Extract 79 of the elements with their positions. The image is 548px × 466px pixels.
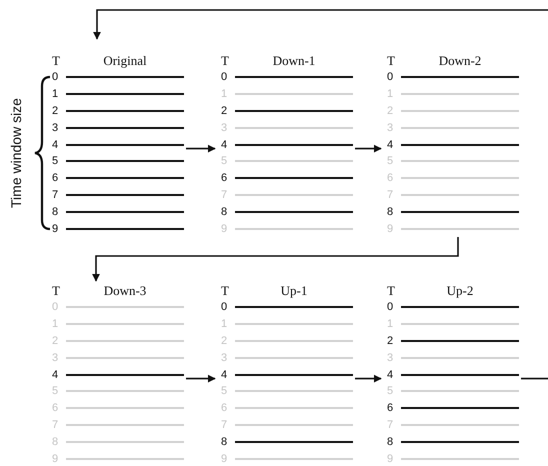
time-index: 4 — [221, 368, 228, 381]
arrow — [355, 374, 382, 383]
axis-label: Time window size — [8, 97, 24, 210]
column-header: T — [221, 283, 230, 299]
column-header: T — [221, 53, 230, 69]
time-index: 2 — [52, 334, 60, 347]
panel-title: Down-1 — [272, 53, 316, 69]
time-index: 3 — [52, 352, 60, 364]
time-index: 8 — [387, 436, 394, 448]
time-index: 1 — [52, 88, 60, 100]
time-index: 3 — [221, 122, 228, 134]
time-index: 4 — [221, 138, 228, 151]
column-header: T — [387, 283, 396, 299]
time-index: 0 — [221, 301, 228, 314]
time-index: 2 — [387, 104, 394, 117]
time-index: 8 — [221, 206, 228, 218]
time-index: 2 — [221, 334, 228, 347]
time-index: 7 — [221, 188, 228, 201]
time-index: 1 — [221, 88, 228, 100]
time-index: 4 — [52, 368, 60, 381]
arrow — [93, 9, 548, 40]
time-index: 4 — [387, 368, 394, 381]
time-index: 9 — [387, 452, 394, 465]
panel-title: Up-1 — [280, 283, 308, 299]
time-index: 6 — [387, 172, 394, 184]
panel-title: Down-3 — [102, 283, 148, 299]
time-index: 5 — [221, 385, 228, 398]
column-header: T — [52, 283, 61, 299]
time-index: 4 — [387, 138, 394, 151]
time-index: 6 — [52, 402, 60, 414]
time-index: 1 — [387, 88, 394, 100]
arrow — [186, 374, 216, 383]
time-index: 1 — [221, 318, 228, 330]
time-index: 5 — [52, 385, 60, 398]
time-index: 3 — [221, 352, 228, 364]
time-index: 0 — [387, 301, 394, 314]
time-index: 9 — [387, 222, 394, 235]
time-index: 2 — [387, 334, 394, 347]
time-index: 6 — [221, 172, 228, 184]
time-index: 7 — [221, 418, 228, 431]
time-index: 2 — [221, 104, 228, 117]
time-index: 9 — [221, 222, 228, 235]
time-index: 7 — [52, 188, 60, 201]
time-index: 3 — [387, 352, 394, 364]
time-index: 8 — [221, 436, 228, 448]
time-index: 8 — [387, 206, 394, 218]
arrow — [92, 237, 459, 282]
time-index: 5 — [387, 385, 394, 398]
time-index: 5 — [221, 155, 228, 168]
time-index: 6 — [52, 172, 60, 184]
time-index: 0 — [387, 71, 394, 84]
time-index: 4 — [52, 138, 60, 151]
column-header: T — [387, 53, 396, 69]
time-index: 6 — [387, 402, 394, 414]
time-index: 7 — [52, 418, 60, 431]
time-index: 1 — [52, 318, 60, 330]
column-header: T — [52, 53, 61, 69]
time-index: 0 — [221, 71, 228, 84]
time-index: 5 — [52, 155, 60, 168]
time-index: 8 — [52, 436, 60, 448]
panel-title: Up-2 — [446, 283, 474, 299]
time-index: 5 — [387, 155, 394, 168]
time-index: 9 — [221, 452, 228, 465]
arrow — [186, 144, 216, 153]
time-index: 0 — [52, 301, 60, 314]
time-index: 2 — [52, 104, 60, 117]
time-index: 7 — [387, 418, 394, 431]
panel-title: Down-2 — [438, 53, 482, 69]
time-index: 3 — [387, 122, 394, 134]
time-index: 1 — [387, 318, 394, 330]
time-index: 8 — [52, 206, 60, 218]
time-index: 6 — [221, 402, 228, 414]
time-index: 0 — [52, 71, 60, 84]
time-index: 3 — [52, 122, 60, 134]
panel-title: Original — [102, 53, 148, 69]
time-index: 7 — [387, 188, 394, 201]
time-index: 9 — [52, 222, 60, 235]
arrow — [355, 144, 382, 153]
time-index: 9 — [52, 452, 60, 465]
